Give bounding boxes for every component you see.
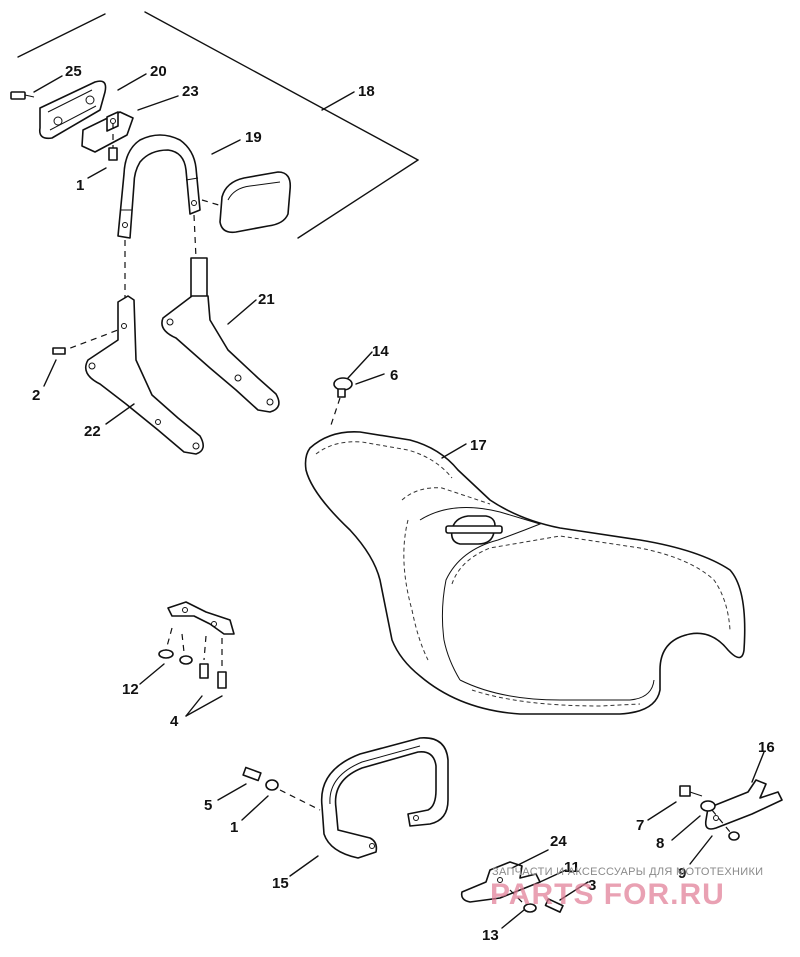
callout-7: 7 <box>636 817 644 834</box>
callout-20: 20 <box>150 63 167 80</box>
knob-guide <box>329 397 341 429</box>
side-plate-22 <box>84 295 204 455</box>
callout-17: 17 <box>470 437 487 454</box>
callout-25: 25 <box>65 63 82 80</box>
watermark-caption: ЗАПЧАСТИ И АКСЕССУАРЫ ДЛЯ МОТОТЕХНИКИ <box>492 866 763 878</box>
latch-bracket-24 <box>460 861 564 913</box>
callout-24: 24 <box>550 833 567 850</box>
callout-22: 22 <box>84 423 101 440</box>
callout-19: 19 <box>245 129 262 146</box>
assembly-bracket-18 <box>17 11 419 239</box>
callout-6: 6 <box>390 367 398 384</box>
screw-2 <box>52 347 66 355</box>
callout-23: 23 <box>182 83 199 100</box>
watermark: ЗАПЧАСТИ И АКСЕССУАРЫ ДЛЯ МОТОТЕХНИКИ PA… <box>490 866 763 911</box>
callout-labels: 25 20 23 18 19 1 2 21 22 14 6 17 12 4 5 … <box>32 63 775 944</box>
seat-17 <box>304 431 746 715</box>
mounting-bracket-4 <box>158 601 235 689</box>
side-plate-21 <box>161 257 280 413</box>
callout-9: 9 <box>678 865 686 882</box>
bolt-5 <box>242 766 321 811</box>
bolt-1-upper <box>108 123 118 161</box>
callout-5: 5 <box>204 797 212 814</box>
callout-15: 15 <box>272 875 289 892</box>
callout-21: 21 <box>258 291 275 308</box>
mounting-guides-upper <box>59 199 223 353</box>
seat-strap-15 <box>320 737 449 859</box>
harley-logo <box>445 515 503 545</box>
screw-25 <box>10 91 35 100</box>
bracket-plate-23 <box>81 111 134 153</box>
callout-16: 16 <box>758 739 775 756</box>
callout-3: 3 <box>588 877 596 894</box>
callout-2: 2 <box>32 387 40 404</box>
backrest-pad-18 <box>219 171 292 234</box>
seat-knob-14 <box>333 377 353 398</box>
callout-11: 11 <box>564 859 580 876</box>
callout-8: 8 <box>656 835 664 852</box>
backrest-plate-20 <box>38 80 107 140</box>
leader-lines <box>33 73 765 929</box>
callout-1-lower: 1 <box>230 819 238 836</box>
callout-18: 18 <box>358 83 375 100</box>
callout-14: 14 <box>372 343 389 360</box>
callout-12: 12 <box>122 681 139 698</box>
bracket-16-group <box>679 779 783 841</box>
callout-1-upper: 1 <box>76 177 84 194</box>
watermark-brand: PARTS FOR.RU <box>490 878 725 911</box>
callout-13: 13 <box>482 927 499 944</box>
sissy-bar-upright-19 <box>117 134 201 239</box>
callout-4: 4 <box>170 713 179 730</box>
